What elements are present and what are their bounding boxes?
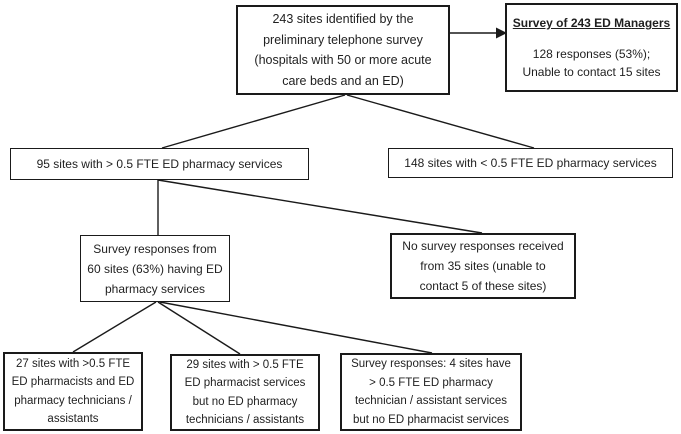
node-sites-4: Survey responses: 4 sites have > 0.5 FTE… [340, 353, 522, 431]
node-ed-managers-survey: Survey of 243 ED Managers 128 responses … [505, 3, 678, 92]
node-sites-over-half-fte-text: 95 sites with > 0.5 FTE ED pharmacy serv… [36, 157, 283, 171]
node-sites-under-half-fte-text: 148 sites with < 0.5 FTE ED pharmacy ser… [404, 156, 657, 170]
node-identified-sites: 243 sites identified by the preliminary … [236, 5, 450, 95]
node-sites-29-text: 29 sites with > 0.5 FTE ED pharmacist se… [184, 358, 306, 427]
node-sites-over-half-fte: 95 sites with > 0.5 FTE ED pharmacy serv… [10, 148, 309, 180]
node-sites-4-text: Survey responses: 4 sites have > 0.5 FTE… [351, 358, 511, 426]
connector-60-to-4sites [159, 301, 433, 354]
node-sites-27: 27 sites with >0.5 FTE ED pharmacists an… [3, 352, 143, 431]
connector-60-to-29 [157, 301, 241, 355]
connector-60-to-27 [72, 301, 157, 353]
node-ed-managers-survey-body: 128 responses (53%); Unable to contact 1… [522, 47, 661, 79]
node-no-responses-35-text: No survey responses received from 35 sit… [402, 239, 564, 293]
node-no-responses-35: No survey responses received from 35 sit… [390, 233, 576, 299]
connector-95-to-35 [157, 179, 483, 234]
node-sites-under-half-fte: 148 sites with < 0.5 FTE ED pharmacy ser… [388, 148, 673, 178]
node-identified-sites-text: 243 sites identified by the preliminary … [254, 12, 432, 88]
node-survey-responses-60: Survey responses from 60 sites (63%) hav… [80, 235, 230, 302]
node-sites-27-text: 27 sites with >0.5 FTE ED pharmacists an… [11, 357, 135, 426]
connector-top-to-95 [161, 94, 346, 149]
connector-top-to-148 [346, 94, 535, 149]
node-sites-29: 29 sites with > 0.5 FTE ED pharmacist se… [170, 354, 320, 431]
node-survey-responses-60-text: Survey responses from 60 sites (63%) hav… [87, 241, 223, 296]
node-ed-managers-survey-title: Survey of 243 ED Managers [512, 16, 671, 30]
